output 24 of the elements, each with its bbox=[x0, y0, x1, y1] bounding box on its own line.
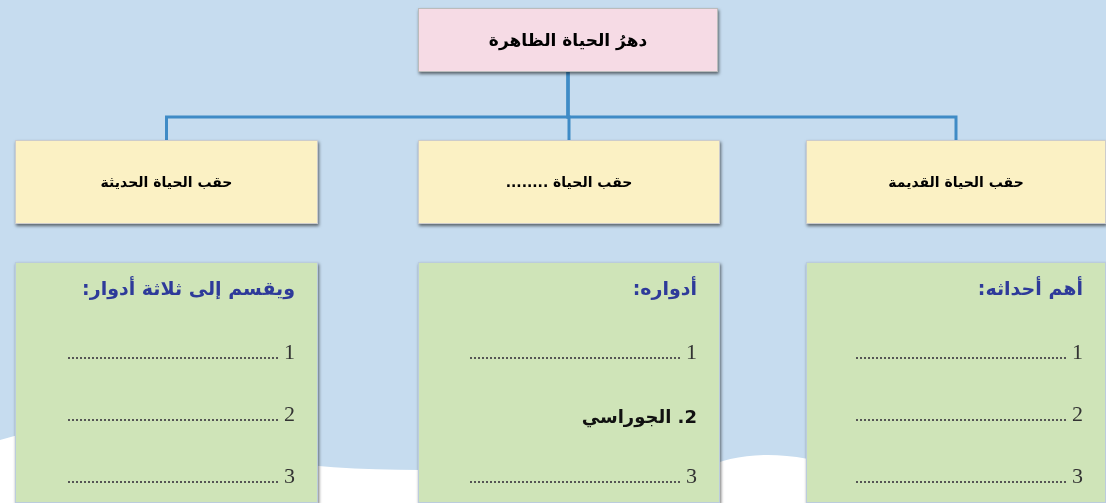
answer-text: 2. الجوراسي bbox=[581, 406, 697, 427]
list-number: 3 bbox=[1072, 463, 1083, 489]
box-label: حقب الحياة القديمة bbox=[888, 174, 1024, 190]
list-number: 3 bbox=[284, 463, 295, 489]
box-label: حقب الحياة الحديثة bbox=[100, 174, 233, 190]
list-number: 2 bbox=[284, 401, 295, 427]
box-label: حقب الحياة ........ bbox=[505, 174, 633, 190]
title-box bbox=[418, 8, 718, 72]
answer-card bbox=[418, 262, 720, 503]
era-box bbox=[418, 140, 720, 224]
list-number: 1 bbox=[284, 339, 295, 365]
connector-line bbox=[165, 72, 570, 140]
answer-card bbox=[15, 262, 318, 503]
list-number: 1 bbox=[1072, 339, 1083, 365]
answer-card bbox=[806, 262, 1106, 503]
card-heading: ويقسم إلى ثلاثة أدوار: bbox=[81, 275, 295, 302]
list-number: 1 bbox=[686, 339, 697, 365]
era-box bbox=[15, 140, 318, 224]
list-number: 3 bbox=[686, 463, 697, 489]
card-heading: أهم أحداثه: bbox=[976, 275, 1083, 301]
era-box bbox=[806, 140, 1106, 224]
list-number: 2 bbox=[1072, 401, 1083, 427]
card-heading: أدواره: bbox=[631, 275, 697, 302]
box-label: دهرُ الحياة الظاهرة bbox=[488, 30, 648, 50]
